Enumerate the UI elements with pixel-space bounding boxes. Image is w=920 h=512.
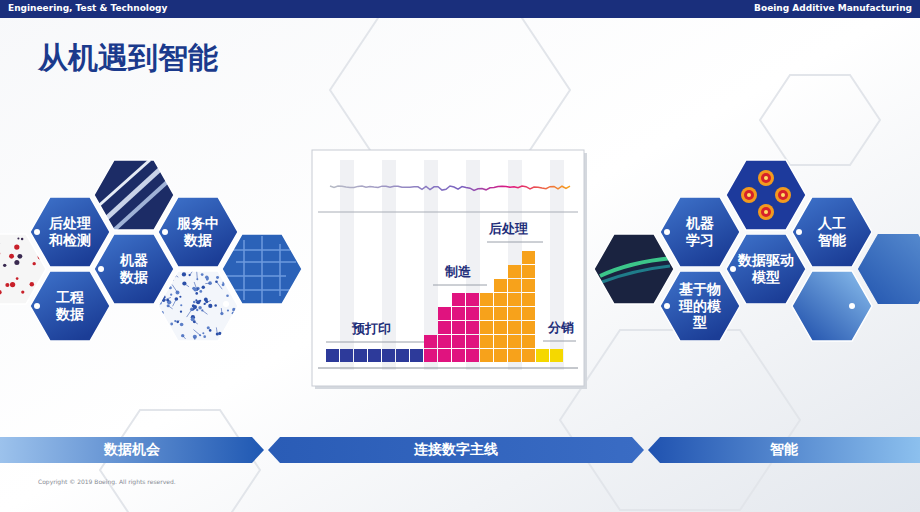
hex-label: 服务中数据 bbox=[176, 215, 219, 249]
chart-label: 分销 bbox=[548, 319, 574, 337]
hex-label: 基于物理的模型 bbox=[678, 281, 721, 331]
band-label: 连接数字主线 bbox=[414, 441, 498, 459]
slide-title: 从机遇到智能 bbox=[38, 38, 218, 79]
hex-node: 人工智能 bbox=[792, 197, 872, 267]
hex-label: 数据驱动模型 bbox=[737, 252, 794, 286]
hex-node: 数据驱动模型 bbox=[726, 234, 806, 304]
hex-label: 机器数据 bbox=[119, 252, 148, 286]
chart-label: 后处理 bbox=[489, 220, 528, 238]
hex-node: 机器数据 bbox=[94, 234, 174, 304]
hex-label: 机器学习 bbox=[685, 215, 714, 249]
chart-label: 预打印 bbox=[352, 320, 391, 338]
stage-band: 智能 bbox=[648, 437, 920, 463]
stage-band: 数据机会 bbox=[0, 437, 264, 463]
hex-node: 机器学习 bbox=[660, 197, 740, 267]
hex-node: 工程数据 bbox=[30, 271, 110, 341]
hex-node: 后处理和检测 bbox=[30, 197, 110, 267]
band-label: 数据机会 bbox=[104, 441, 160, 459]
copyright-note: Copyright © 2019 Boeing. All rights rese… bbox=[38, 478, 176, 485]
hex-node: 基于物理的模型 bbox=[660, 271, 740, 341]
chart-label: 制造 bbox=[445, 263, 471, 281]
stage-band: 连接数字主线 bbox=[268, 437, 644, 463]
header-text: Engineering, Test & Technology bbox=[8, 3, 167, 13]
band-label: 智能 bbox=[770, 441, 798, 459]
hex-label: 后处理和检测 bbox=[48, 215, 91, 249]
hex-label: 人工智能 bbox=[817, 215, 846, 249]
hex-label: 工程数据 bbox=[55, 289, 84, 323]
hex-node: 服务中数据 bbox=[158, 197, 238, 267]
header-text: Boeing Additive Manufacturing bbox=[754, 3, 912, 13]
